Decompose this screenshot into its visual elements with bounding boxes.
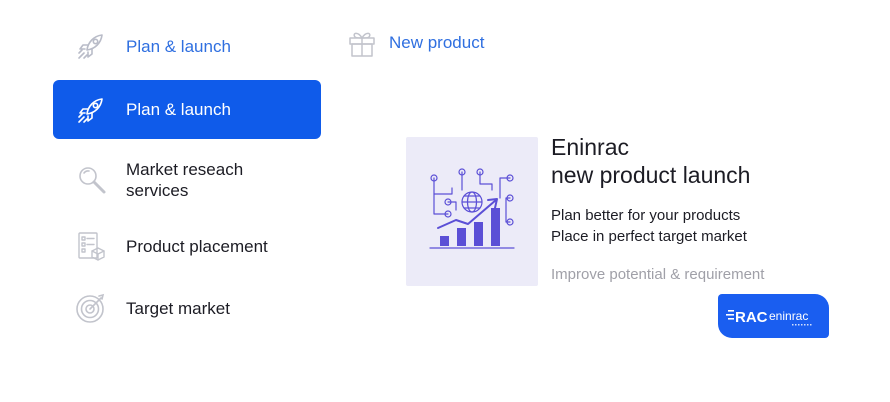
sidebar-item-label: Product placement — [126, 236, 268, 256]
magnifier-icon — [73, 162, 109, 198]
detail-title-line2: new product launch — [551, 162, 751, 188]
sidebar-item-product-placement[interactable]: Product placement — [53, 224, 321, 268]
checklist-box-icon — [73, 228, 109, 264]
sidebar-item-target-market[interactable]: Target market — [53, 286, 321, 330]
rocket-icon — [73, 28, 109, 64]
sidebar-item-plan-launch-active[interactable]: Plan & launch — [53, 80, 321, 139]
gift-icon — [345, 26, 379, 60]
sidebar-item-label: Market reseach services — [126, 160, 244, 200]
sidebar-item-label: Plan & launch — [126, 36, 231, 56]
growth-chart-illustration — [406, 137, 538, 286]
detail-note: Improve potential & requirement — [551, 266, 765, 283]
sidebar-item-label: Plan & launch — [126, 100, 231, 119]
sidebar-item-label: Target market — [126, 298, 230, 318]
detail-description-line1: Plan better for your products — [551, 207, 741, 224]
tab-new-product[interactable]: New product — [345, 24, 484, 62]
tab-label: New product — [389, 33, 485, 52]
detail-description-line2: Place in perfect target market — [551, 228, 747, 245]
logo-mark: RAC — [735, 309, 768, 326]
logo-wordmark: eninrac — [769, 309, 808, 323]
sidebar-item-market-research[interactable]: Market reseach services — [53, 150, 321, 210]
target-icon — [73, 290, 109, 326]
detail-panel: Eninrac new product launch Plan better f… — [551, 133, 871, 285]
brand-logo: RAC eninrac — [718, 294, 829, 338]
sidebar-item-plan-launch-hover[interactable]: Plan & launch — [53, 24, 321, 68]
rocket-icon — [73, 92, 109, 128]
detail-title-line1: Eninrac — [551, 134, 629, 160]
